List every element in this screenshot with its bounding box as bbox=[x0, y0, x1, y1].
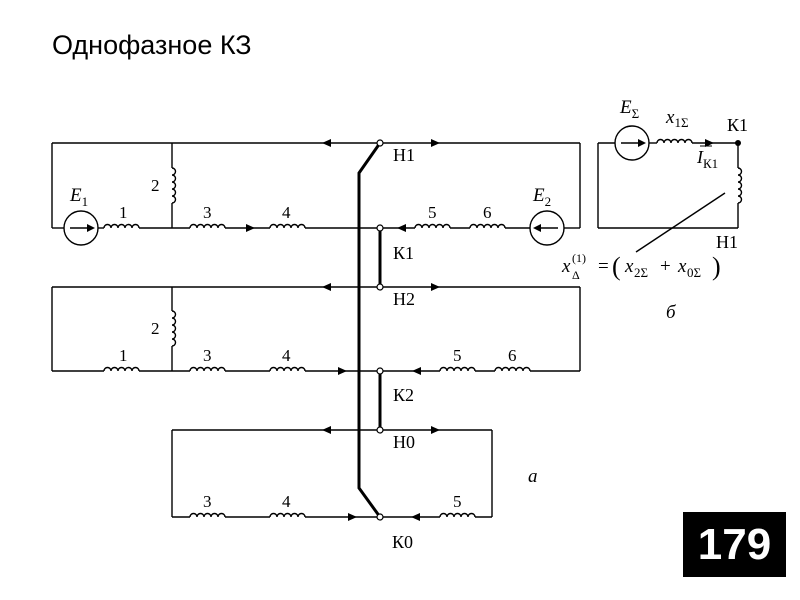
zero-sequence-network bbox=[171, 429, 493, 518]
equivalent-circuit bbox=[597, 125, 743, 253]
label-neg-1: 1 bbox=[119, 346, 128, 365]
label-k0: К0 bbox=[392, 532, 413, 552]
caption-a: а bbox=[528, 466, 538, 487]
label-neg-2: 2 bbox=[151, 319, 160, 338]
label-6: 6 bbox=[483, 203, 492, 222]
label-neg-4: 4 bbox=[282, 346, 291, 365]
label-zero-5: 5 bbox=[453, 492, 462, 511]
label-4: 4 bbox=[282, 203, 291, 222]
label-neg-6: 6 bbox=[508, 346, 517, 365]
svg-text:=: = bbox=[598, 256, 609, 277]
svg-text:Δ: Δ bbox=[572, 268, 580, 282]
node-k0 bbox=[376, 513, 384, 521]
label-x1s: x1Σ bbox=[665, 107, 689, 130]
label-k1-inset: К1 bbox=[727, 115, 748, 135]
svg-text:x: x bbox=[624, 256, 634, 277]
label-zero-3: 3 bbox=[203, 492, 212, 511]
node-k2 bbox=[376, 367, 384, 375]
svg-text:0Σ: 0Σ bbox=[687, 265, 701, 280]
svg-text:x: x bbox=[561, 256, 571, 277]
negative-sequence-network bbox=[51, 286, 581, 372]
label-e2: E2 bbox=[532, 185, 551, 209]
label-h1-inset: Н1 bbox=[716, 232, 738, 252]
label-neg-5: 5 bbox=[453, 346, 462, 365]
label-zero-4: 4 bbox=[282, 492, 291, 511]
node-h2 bbox=[376, 283, 384, 291]
positive-sequence-network bbox=[51, 142, 581, 229]
node-h0 bbox=[376, 426, 384, 434]
page-number-badge: 179 bbox=[683, 512, 786, 577]
svg-text:+: + bbox=[660, 256, 671, 277]
label-h0: Н0 bbox=[393, 432, 415, 452]
label-3: 3 bbox=[203, 203, 212, 222]
label-e1: E1 bbox=[69, 185, 88, 209]
svg-text:x: x bbox=[677, 256, 687, 277]
formula: x (1) Δ = ( x 2Σ + x 0Σ ) bbox=[561, 251, 721, 282]
svg-text:(: ( bbox=[612, 252, 621, 281]
svg-text:2Σ: 2Σ bbox=[634, 265, 648, 280]
node-k1-inset bbox=[735, 140, 741, 146]
svg-text:): ) bbox=[712, 252, 721, 281]
svg-text:(1): (1) bbox=[572, 251, 586, 265]
label-k2: К2 bbox=[393, 385, 414, 405]
label-h2: Н2 bbox=[393, 289, 415, 309]
caption-b: б bbox=[666, 302, 677, 323]
fault-connection-line bbox=[357, 142, 382, 518]
page-title: Однофазное КЗ bbox=[52, 30, 252, 60]
label-es: EΣ bbox=[619, 97, 639, 121]
label-h1: Н1 bbox=[393, 145, 415, 165]
label-k1: К1 bbox=[393, 243, 414, 263]
label-ik1: IК1 bbox=[696, 147, 718, 171]
current-arrows bbox=[87, 139, 714, 521]
label-5: 5 bbox=[428, 203, 437, 222]
node-k1 bbox=[376, 224, 384, 232]
label-1: 1 bbox=[119, 203, 128, 222]
label-2: 2 bbox=[151, 176, 160, 195]
label-neg-3: 3 bbox=[203, 346, 212, 365]
node-h1 bbox=[376, 139, 384, 147]
